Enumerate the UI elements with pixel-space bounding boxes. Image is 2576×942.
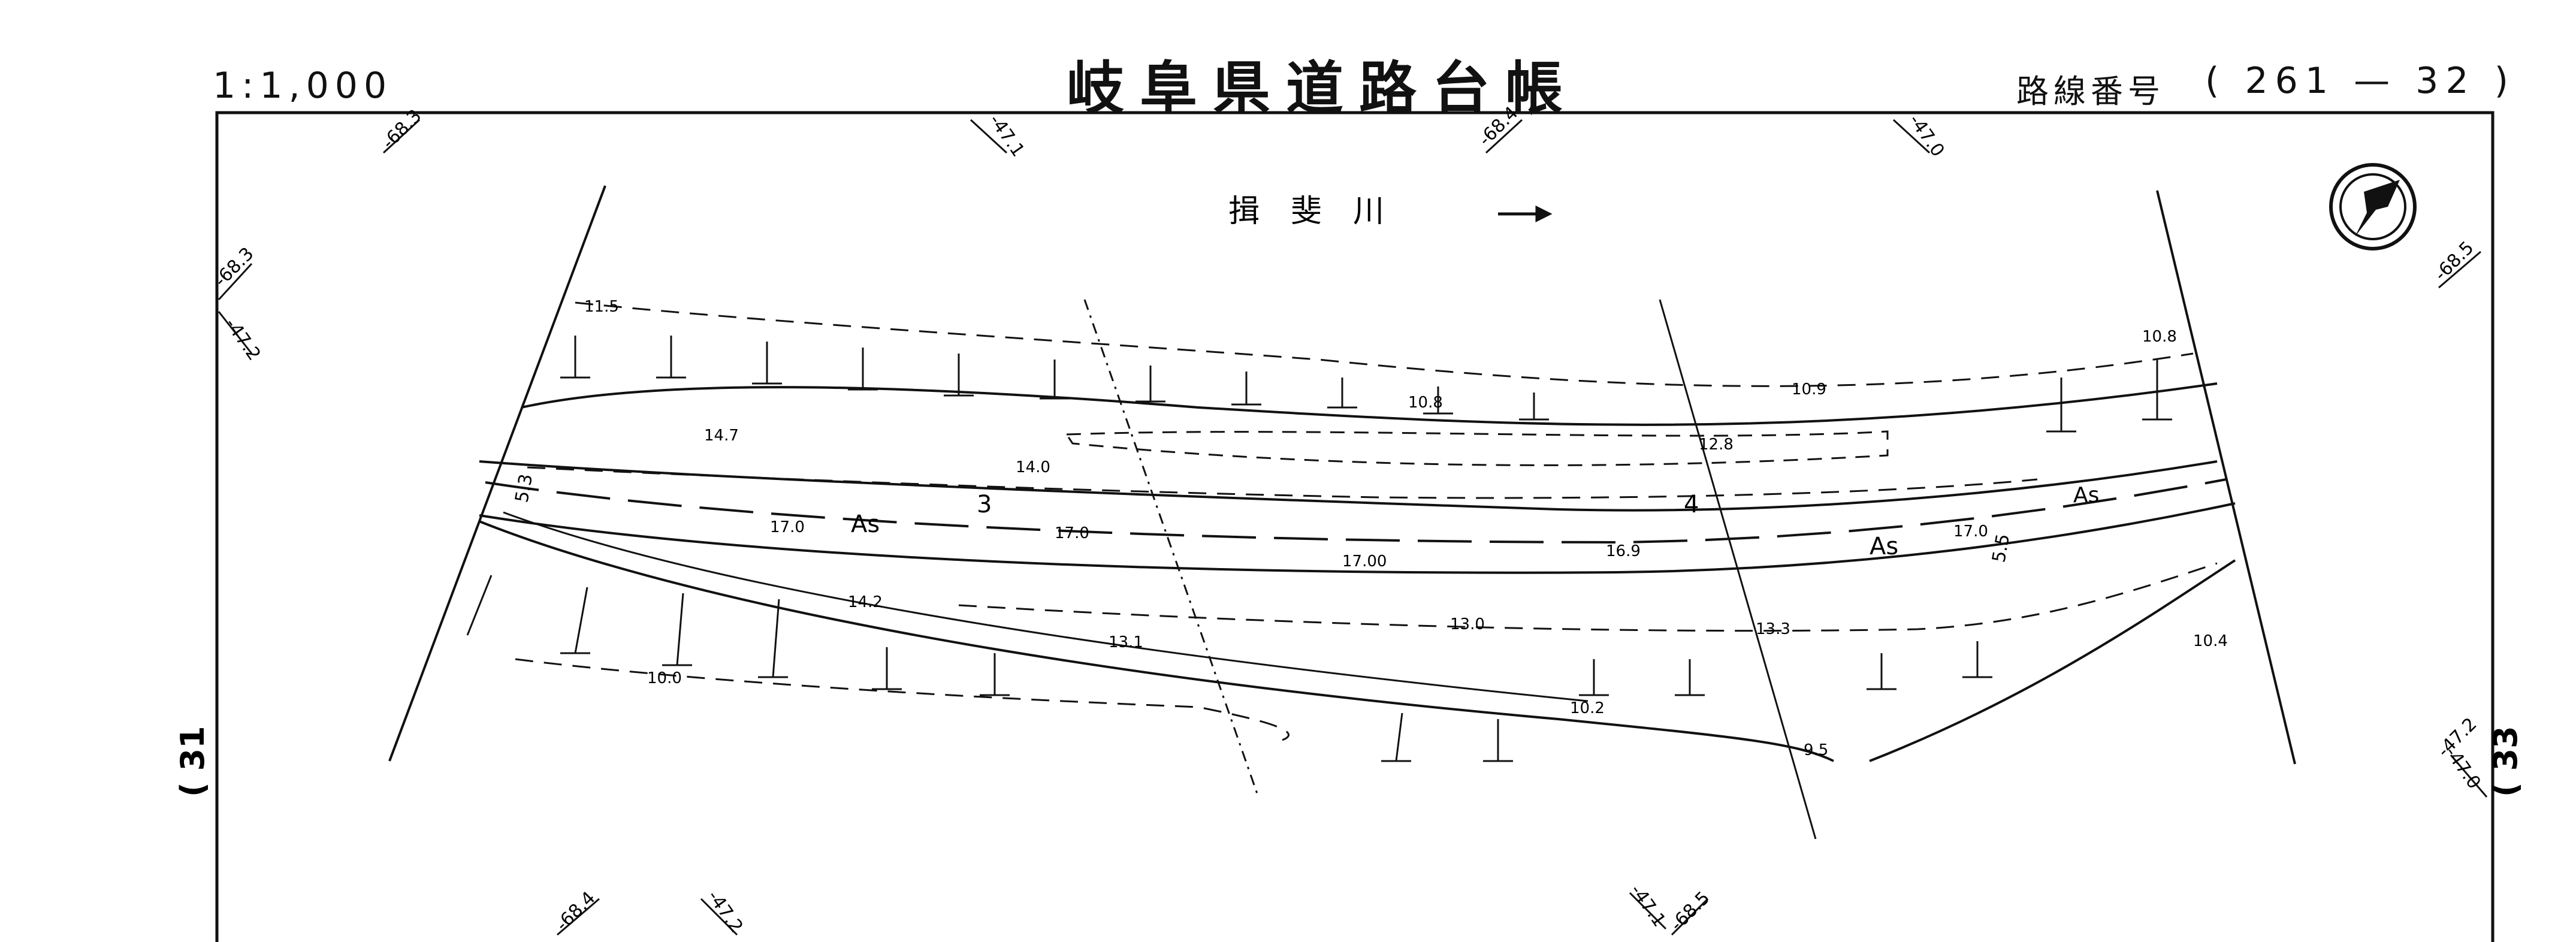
- spot-height: 14.0: [1016, 458, 1050, 476]
- ramp-south: [479, 520, 1834, 762]
- spot-height: 10.4: [2193, 632, 2228, 650]
- road-edge-east-curve: [1869, 559, 2236, 762]
- spot-height: 10.9: [1792, 381, 1826, 398]
- coordinate-ticks: [218, 119, 2488, 936]
- lane-mark-west: 5.3: [511, 472, 537, 504]
- road-edge-north: [479, 460, 2218, 512]
- pavement-label-mid: As: [1870, 533, 1898, 560]
- slope-hatching-south: [466, 575, 1992, 762]
- sheet-marker-right: ( 33: [2487, 726, 2524, 797]
- spot-height: 13.0: [1450, 615, 1485, 633]
- lane-mark-east: 5.5: [1988, 532, 2014, 564]
- spot-heights: 11.5 14.7 14.0 17.0 17.0 10.8 10.9 12.8 …: [584, 298, 2228, 759]
- spot-height: 14.7: [704, 427, 739, 445]
- spot-height: 16.9: [1606, 542, 1641, 560]
- station-mark-3: 3: [977, 491, 992, 518]
- north-arrow-icon: [2329, 163, 2417, 250]
- spot-height: 12.8: [1699, 436, 1734, 454]
- coordinate-label: -47.2: [221, 315, 264, 365]
- coordinate-label: -68.4: [552, 887, 600, 935]
- spot-height: 17.0: [770, 518, 805, 536]
- route-number-value: ( 261 — 32 ): [2205, 60, 2515, 102]
- coordinate-label: -47.1: [985, 111, 1028, 161]
- survey-line-east: [1659, 299, 1817, 840]
- spot-height: 17.0: [1055, 524, 1089, 542]
- levee-edge: [521, 382, 2218, 426]
- spot-height: 17.00: [1342, 552, 1387, 570]
- ramp-south-inner: [503, 511, 1589, 702]
- sheet-boundary-left: [388, 185, 606, 762]
- spot-height: 9.5: [1804, 741, 1828, 759]
- river-label: 揖 斐 川: [1228, 194, 1384, 230]
- spot-height: 13.1: [1109, 633, 1143, 651]
- coordinate-label: -47.2: [703, 887, 747, 937]
- station-mark-4: 4: [1684, 491, 1699, 518]
- spot-height: 10.8: [1408, 394, 1443, 412]
- map-frame: [215, 111, 2495, 942]
- pavement-label-west: As: [851, 511, 880, 538]
- route-number-label: 路線番号: [2016, 73, 2165, 110]
- coordinate-label: -47.1: [1626, 881, 1669, 931]
- embankment-lower-dashed: [515, 658, 1290, 741]
- spot-height: 14.2: [848, 593, 883, 611]
- slope-lower-dashed: [527, 466, 2038, 499]
- slope-hatching-north: [560, 336, 2172, 433]
- sheet-number-left: ( 31: [174, 726, 212, 797]
- sheet-number-right: ( 33: [2487, 726, 2524, 797]
- spot-height: 11.5: [584, 298, 619, 316]
- island-edge: [1065, 430, 1889, 466]
- survey-line-west: [1083, 299, 1260, 798]
- road-centerline: [485, 478, 2227, 544]
- map-title: 岐阜県道路台帳: [1067, 55, 1578, 122]
- coordinate-label: -68.5: [1666, 887, 1714, 935]
- map-scale: 1:1,000: [213, 65, 393, 107]
- spot-height: 17.0: [1953, 523, 1988, 541]
- sheet-marker-left: ( 31: [174, 726, 212, 797]
- pavement-label-east: As: [2073, 483, 2099, 508]
- road-edge-south: [479, 502, 2236, 574]
- spot-height: 10.2: [1570, 699, 1605, 717]
- spot-height: 13.3: [1756, 620, 1790, 638]
- river-flow-arrow-icon: [1498, 205, 1553, 223]
- spot-height: 10.0: [647, 669, 682, 687]
- sheet-boundary-right: [2156, 190, 2296, 765]
- spot-height: 10.8: [2142, 328, 2177, 346]
- levee-top-dashed: [575, 301, 2194, 387]
